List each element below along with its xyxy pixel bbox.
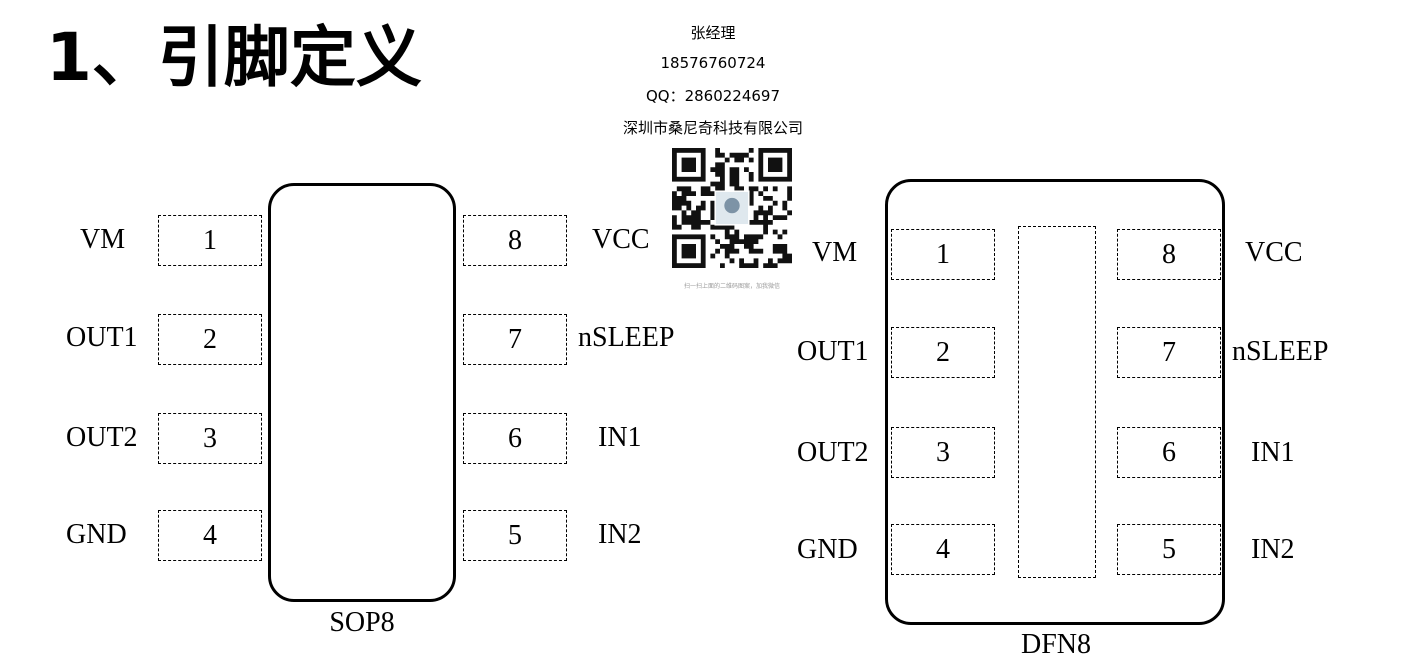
sop8-pin-3-label: OUT2 — [66, 422, 138, 453]
dfn8-pin-6-pad: 6 — [1117, 427, 1221, 478]
sop8-pin-2-label: OUT1 — [66, 322, 138, 353]
sop8-package-name: SOP8 — [329, 607, 395, 638]
sop8-pin-5-label: IN2 — [598, 519, 642, 550]
dfn8-pin-2-label: OUT1 — [797, 336, 869, 367]
sop8-pin-4-label: GND — [66, 519, 127, 550]
dfn8-exposed-pad — [1018, 226, 1096, 578]
contact-name: 张经理 — [690, 24, 736, 42]
sop8-pin-5-pad: 5 — [463, 510, 567, 561]
sop8-pin-3-pad: 3 — [158, 413, 262, 464]
dfn8-pin-3-pad: 3 — [891, 427, 995, 478]
dfn8-pin-1-label: VM — [812, 237, 858, 268]
page-title: 1、引脚定义 — [46, 19, 422, 96]
sop8-pin-8-label: VCC — [592, 224, 650, 255]
dfn8-pin-6-label: IN1 — [1251, 437, 1295, 468]
sop8-pin-2-pad: 2 — [158, 314, 262, 365]
dfn8-pin-7-pad: 7 — [1117, 327, 1221, 378]
sop8-pin-7-label: nSLEEP — [578, 322, 675, 353]
dfn8-pin-4-label: GND — [797, 534, 858, 565]
sop8-pin-4-pad: 4 — [158, 510, 262, 561]
dfn8-pin-5-pad: 5 — [1117, 524, 1221, 575]
sop8-pin-6-pad: 6 — [463, 413, 567, 464]
dfn8-package-body — [885, 179, 1225, 625]
contact-phone: 18576760724 — [660, 54, 766, 72]
contact-company: 深圳市桑尼奇科技有限公司 — [622, 119, 803, 137]
dfn8-pin-7-label: nSLEEP — [1232, 336, 1329, 367]
contact-qq: QQ：2860224697 — [645, 87, 781, 105]
dfn8-pin-1-pad: 1 — [891, 229, 995, 280]
sop8-pin-8-pad: 8 — [463, 215, 567, 266]
sop8-pin-6-label: IN1 — [598, 422, 642, 453]
sop8-package-body — [268, 183, 456, 602]
dfn8-pin-2-pad: 2 — [891, 327, 995, 378]
qr-caption: 扫一扫上面的二维码图案，加我微信 — [683, 283, 780, 290]
dfn8-pin-3-label: OUT2 — [797, 437, 869, 468]
dfn8-pin-4-pad: 4 — [891, 524, 995, 575]
sop8-pin-7-pad: 7 — [463, 314, 567, 365]
dfn8-pin-8-pad: 8 — [1117, 229, 1221, 280]
dfn8-pin-8-label: VCC — [1245, 237, 1303, 268]
sop8-pin-1-label: VM — [80, 224, 126, 255]
sop8-pin-1-pad: 1 — [158, 215, 262, 266]
dfn8-package-name: DFN8 — [1020, 629, 1091, 660]
qr-code-icon — [672, 148, 793, 269]
dfn8-pin-5-label: IN2 — [1251, 534, 1295, 565]
